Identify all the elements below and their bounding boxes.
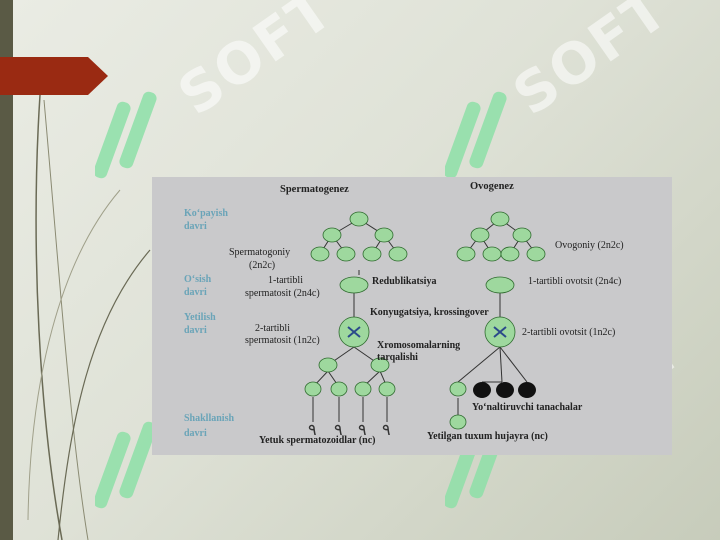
cell [354, 381, 372, 397]
label-yetuk-spermatozoidlar: Yetuk spermatozoidlar (nc) [259, 435, 376, 446]
label-yetilgan-tuxum: Yetilgan tuxum hujayra (nc) [427, 431, 548, 442]
cell [388, 246, 408, 262]
cell [526, 246, 546, 262]
cell [318, 357, 338, 373]
cell [336, 246, 356, 262]
svg-text:٩: ٩ [382, 422, 391, 439]
cells [304, 211, 546, 430]
stage-label-shakllanish: Shakllanish [184, 413, 235, 424]
stage-label-osish-davri: davri [184, 287, 207, 298]
stage-label-yetilish-davri: davri [184, 325, 207, 336]
stage-label-yetilish: Yetilish [184, 312, 216, 323]
column-title-spermatogenez: Spermatogenez [280, 184, 349, 195]
label-ovogoniy: Ovogoniy (2n2c) [555, 240, 624, 251]
cell [362, 246, 382, 262]
cell [449, 414, 467, 430]
cell [310, 246, 330, 262]
cell [374, 227, 394, 243]
watermark-logo-icon [95, 421, 157, 509]
label-2-tartibli-spermatosit-line2: spermatosit (1n2c) [245, 335, 320, 346]
label-2-tartibli-spermatosit-line1: 2-tartibli [255, 323, 290, 334]
title-arrow-tab [0, 57, 108, 95]
cell [456, 246, 476, 262]
stage-label-shakllanish-davri: davri [184, 428, 207, 439]
label-1-tartibli-spermatosit-line1: 1-tartibli [268, 275, 303, 286]
polar-body [518, 382, 536, 398]
polar-body [473, 382, 491, 398]
label-1-tartibli-ovotsit: 1-tartibli ovotsit (2n4c) [528, 276, 622, 287]
label-konyugatsiya: Konyugatsiya, krossingover [370, 307, 489, 318]
stage-label-kopayish: Ko‘payish [184, 208, 228, 219]
label-redublikatsiya: Redublikatsiya [372, 276, 437, 287]
stage-label-osish: O‘sish [184, 274, 212, 285]
label-2-tartibli-ovotsit: 2-tartibli ovotsit (1n2c) [522, 327, 616, 338]
polar-body [496, 382, 514, 398]
cell [512, 227, 532, 243]
label-xromosomalarning: Xromosomalarning [377, 340, 461, 351]
cell [322, 227, 342, 243]
label-spermatogoniy-formula: (2n2c) [249, 260, 276, 271]
cell [370, 357, 390, 373]
svg-text:٩: ٩ [334, 422, 343, 439]
cell [482, 246, 502, 262]
cell [500, 246, 520, 262]
cell [449, 381, 467, 397]
watermark-logo-icon [95, 91, 157, 179]
cell [490, 211, 510, 227]
cell [349, 211, 369, 227]
watermark-logo-icon [445, 91, 507, 179]
svg-text:٩: ٩ [308, 422, 317, 439]
cell [485, 276, 515, 294]
cell [339, 276, 369, 294]
label-1-tartibli-spermatosit-line2: spermatosit (2n4c) [245, 288, 320, 299]
label-tarqalishi: tarqalishi [377, 352, 418, 363]
label-spermatogoniy: Spermatogoniy [229, 247, 291, 258]
label-yonaltiruvchi-tanachalar: Yo‘naltiruvchi tanachalar [472, 402, 583, 413]
left-accent-bar [0, 0, 13, 540]
stage-label-kopayish-davri: davri [184, 221, 207, 232]
cell [378, 381, 396, 397]
svg-text:٩: ٩ [358, 422, 367, 439]
polar-bodies [473, 382, 536, 398]
cell [470, 227, 490, 243]
column-title-ovogenez: Ovogenez [470, 181, 514, 192]
cell [304, 381, 322, 397]
cell [330, 381, 348, 397]
chromosome-marks [347, 326, 507, 338]
